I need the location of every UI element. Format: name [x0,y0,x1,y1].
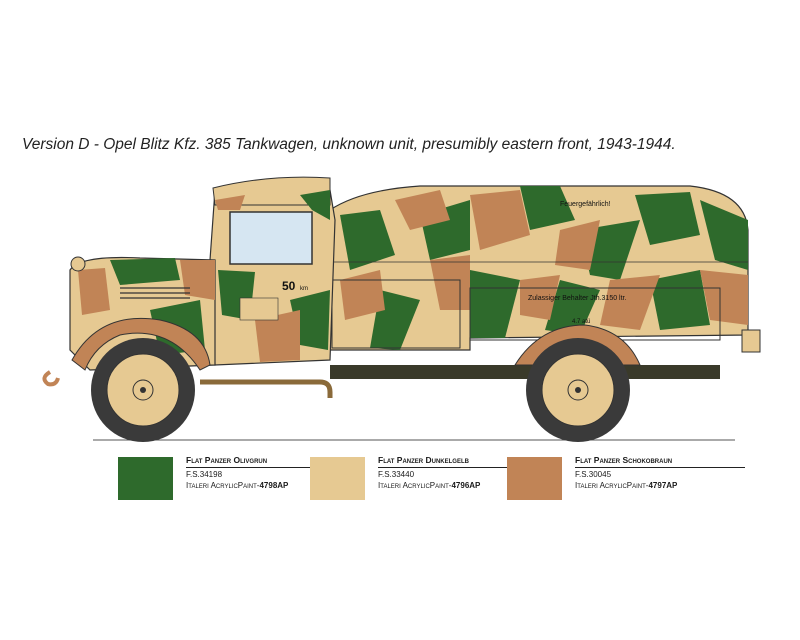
paint-olivgrun: Flat Panzer Olivgrun F.S.34198 Italeri A… [118,455,356,505]
paint-brand: Italeri AcrylicPaint- [186,481,260,490]
tow-hook [42,370,60,387]
paint-fs: F.S.30045 [575,470,612,479]
front-wheel [91,338,195,442]
paint-fs: F.S.34198 [186,470,223,479]
headlight [70,256,86,272]
paint-code: 4798AP [259,481,289,490]
profile-caption: Version D - Opel Blitz Kfz. 385 Tankwage… [22,136,676,153]
rear-bumper [741,329,761,353]
swatch-dunkelgelb [310,457,365,500]
tank-pressure-marking: 4.7 atü [572,319,590,325]
rear-wheel [526,338,630,442]
paint-name: Flat Panzer Schokobraun [575,455,745,468]
cab-window [229,211,313,265]
truck-profile-illustration: Feuergefährlich! 50 km Zulassiger Behalt… [42,176,761,442]
speed-marking: 50 [282,279,296,293]
chassis-frame [330,365,720,379]
exhaust-pipe [200,379,333,398]
paint-brand: Italeri AcrylicPaint- [575,481,649,490]
paint-code: 4797AP [648,481,678,490]
front-fender [71,317,211,371]
cab-data-plate [239,297,279,321]
paint-name: Flat Panzer Olivgrun [186,455,356,468]
swatch-schokobraun [507,457,562,500]
paint-code: 4796AP [451,481,481,490]
paint-name: Flat Panzer Dunkelgelb [378,455,548,468]
paint-fs: F.S.33440 [378,470,415,479]
paint-dunkelgelb: Flat Panzer Dunkelgelb F.S.33440 Italeri… [310,455,548,505]
paint-brand: Italeri AcrylicPaint- [378,481,452,490]
paint-schokobraun: Flat Panzer Schokobraun F.S.30045 Italer… [507,455,745,505]
speed-unit-marking: km [300,286,308,292]
swatch-olivgrun [118,457,173,500]
warning-marking: Feuergefährlich! [560,201,611,208]
tank-capacity-marking: Zulassiger Behalter Jth.3150 ltr. [528,295,626,302]
